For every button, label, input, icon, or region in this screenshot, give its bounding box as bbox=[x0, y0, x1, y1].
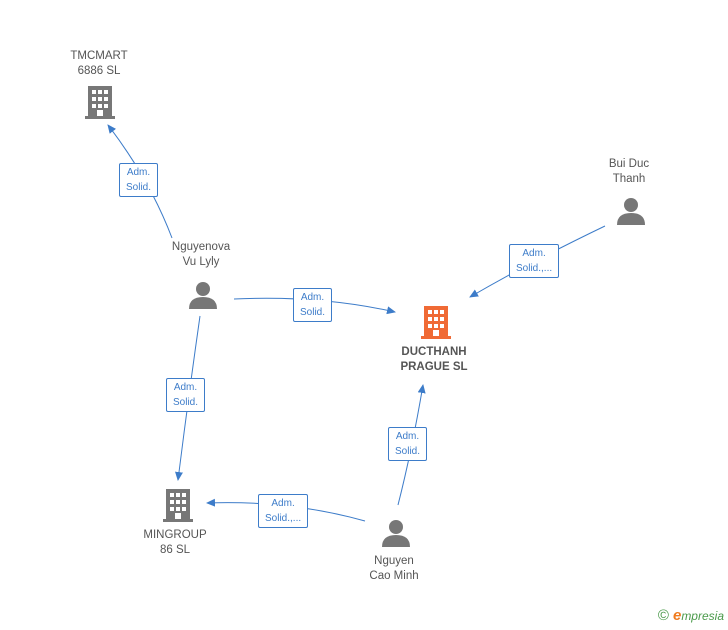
node-label-tmcmart[interactable]: TMCMART 6886 SL bbox=[58, 49, 140, 79]
node-label-line: Vu Lyly bbox=[182, 256, 220, 268]
edge-label-nguyenova-mingroup[interactable]: Adm. Solid. bbox=[166, 378, 206, 412]
node-label-line: DUCTHANH bbox=[401, 346, 467, 358]
node-label-line: Cao Minh bbox=[369, 570, 419, 582]
person-icon[interactable] bbox=[382, 520, 410, 547]
node-label-ducthanh[interactable]: DUCTHANH PRAGUE SL bbox=[386, 345, 482, 375]
edge-label-line: Adm. bbox=[395, 431, 420, 442]
node-label-nguyenova[interactable]: Nguyenova Vu Lyly bbox=[160, 240, 242, 270]
main-building-icon[interactable] bbox=[421, 306, 451, 339]
edge-label-line: Solid.,... bbox=[265, 513, 302, 524]
node-label-line: 6886 SL bbox=[77, 65, 121, 77]
edge-label-line: Solid.,... bbox=[516, 263, 553, 274]
person-icon[interactable] bbox=[617, 198, 645, 225]
edge-label-line: Solid. bbox=[173, 397, 199, 408]
edge-label-nguyencao-mingroup[interactable]: Adm. Solid.,... bbox=[258, 494, 309, 528]
edge-label-line: Adm. bbox=[126, 167, 151, 178]
edge-label-nguyenova-ducthanh[interactable]: Adm. Solid. bbox=[293, 288, 333, 322]
node-label-line: Nguyenova bbox=[171, 241, 231, 253]
node-label-line: MINGROUP bbox=[143, 529, 207, 541]
node-label-line: PRAGUE SL bbox=[400, 361, 468, 373]
edge-label-line: Adm. bbox=[173, 382, 198, 393]
building-icon[interactable] bbox=[85, 86, 115, 119]
edge-label-line: Adm. bbox=[300, 292, 325, 303]
building-icon[interactable] bbox=[163, 489, 193, 522]
node-label-line: Nguyen bbox=[374, 555, 414, 567]
person-icon[interactable] bbox=[189, 282, 217, 309]
node-label-line: TMCMART bbox=[70, 50, 128, 62]
edge-label-line: Adm. bbox=[522, 248, 546, 259]
brand-name: mpresia bbox=[681, 609, 724, 623]
edge-label-line: Solid. bbox=[300, 307, 326, 318]
node-label-bui-duc[interactable]: Bui Duc Thanh bbox=[588, 157, 670, 187]
node-label-mingroup[interactable]: MINGROUP 86 SL bbox=[133, 528, 217, 558]
empresia-footer: © empresia bbox=[658, 607, 724, 624]
node-label-line: Thanh bbox=[612, 173, 646, 185]
node-label-nguyen-cao[interactable]: Nguyen Cao Minh bbox=[352, 554, 436, 584]
edge-label-line: Solid. bbox=[395, 446, 421, 457]
brand-initial: e bbox=[672, 607, 682, 624]
node-label-line: 86 SL bbox=[159, 544, 191, 556]
node-label-line: Bui Duc bbox=[608, 158, 650, 170]
brand-logo[interactable]: empresia bbox=[673, 607, 724, 624]
edge-label-nguyenova-tmcmart[interactable]: Adm. Solid. bbox=[119, 163, 159, 197]
edge-label-buiduc-ducthanh[interactable]: Adm. Solid.,... bbox=[509, 244, 560, 278]
edge-label-line: Adm. bbox=[271, 498, 295, 509]
edge-label-nguyencao-ducthanh[interactable]: Adm. Solid. bbox=[388, 427, 428, 461]
edge-label-line: Solid. bbox=[126, 182, 152, 193]
copyright-icon: © bbox=[657, 607, 669, 624]
